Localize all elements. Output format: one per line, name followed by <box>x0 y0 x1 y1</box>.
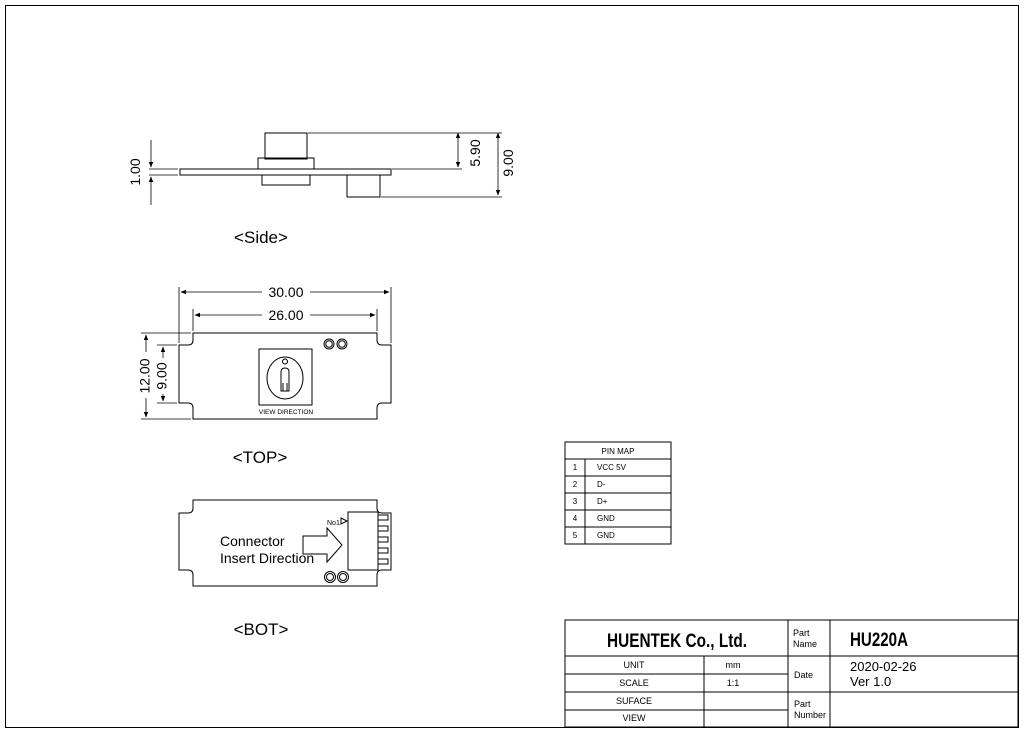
bot-board-outline <box>178 499 392 587</box>
pin-row-3: 3 D+ <box>573 497 608 506</box>
side-switch-body <box>257 157 315 170</box>
svg-text:GND: GND <box>597 514 615 523</box>
scale-label: SCALE <box>619 678 649 688</box>
bot-connector-pins <box>377 514 389 565</box>
pin-row-1: 1 VCC 5V <box>573 463 627 472</box>
dim-side-thickness: 1.00 <box>127 158 143 185</box>
view-direction-text: VIEW DIRECTION <box>259 409 313 416</box>
top-view: VIEW DIRECTION 30.00 26.00 12.00 9.00 <T… <box>137 284 392 467</box>
svg-text:D+: D+ <box>597 497 608 506</box>
part-number-label: Part <box>794 699 811 709</box>
pin1-triangle-icon <box>340 517 349 525</box>
pin-row-5: 5 GND <box>573 531 615 540</box>
svg-text:Name: Name <box>793 639 817 649</box>
bot-hole-2 <box>337 571 349 583</box>
unit-label: UNIT <box>624 660 645 670</box>
date-label: Date <box>794 670 813 680</box>
top-board-outline <box>178 332 392 420</box>
side-view-label: <Side> <box>234 228 288 247</box>
date-value: 2020-02-26 <box>850 659 917 674</box>
dim-top-9: 9.00 <box>154 362 170 389</box>
svg-text:4: 4 <box>573 514 578 523</box>
unit-value: mm <box>726 660 741 670</box>
top-view-direction-icon <box>266 356 304 400</box>
pin1-label: No1 <box>327 520 340 527</box>
svg-text:1: 1 <box>573 463 578 472</box>
connector-text-1: Connector <box>220 533 285 549</box>
top-hole-2 <box>336 338 348 350</box>
part-name-label: Part <box>793 628 810 638</box>
svg-text:GND: GND <box>597 531 615 540</box>
part-name-value: HU220A <box>850 630 908 651</box>
pin-map-table: PIN MAP 1 VCC 5V 2 D- 3 D+ 4 GND 5 GND <box>564 441 672 545</box>
svg-text:2: 2 <box>573 480 578 489</box>
svg-text:D-: D- <box>597 480 606 489</box>
sheet-border <box>5 5 1019 728</box>
dim-top-30: 30.00 <box>268 284 303 300</box>
version-value: Ver 1.0 <box>850 674 891 689</box>
insert-direction-arrow-icon <box>302 526 343 564</box>
svg-text:VCC 5V: VCC 5V <box>597 463 627 472</box>
svg-text:3: 3 <box>573 497 578 506</box>
dim-top-26: 26.00 <box>268 307 303 323</box>
bot-connector <box>347 511 379 571</box>
pin-row-4: 4 GND <box>573 514 615 523</box>
pin-row-2: 2 D- <box>573 480 606 489</box>
bot-view: No1 Connector Insert Direction <BOT> <box>178 499 392 639</box>
side-switch-cap <box>264 132 308 160</box>
top-hole-1 <box>323 338 335 350</box>
scale-value: 1:1 <box>727 678 740 688</box>
dim-side-9-00: 9.00 <box>500 149 516 176</box>
dim-top-12: 12.00 <box>137 358 153 393</box>
company-name: HUENTEK Co., Ltd. <box>607 631 747 652</box>
svg-text:Number: Number <box>794 710 826 720</box>
top-view-label: <TOP> <box>233 448 288 467</box>
bot-view-label: <BOT> <box>234 620 289 639</box>
title-block: HUENTEK Co., Ltd. Part Name HU220A UNIT … <box>564 619 1019 728</box>
person-icon <box>280 358 290 392</box>
bot-hole-1 <box>324 571 336 583</box>
dim-side-5-90: 5.90 <box>467 139 483 166</box>
svg-text:5: 5 <box>573 531 578 540</box>
pin-map-title: PIN MAP <box>602 447 635 456</box>
top-sensor-box <box>258 348 313 406</box>
side-connector <box>346 174 381 198</box>
side-view: 1.00 5.90 9.00 <Side> <box>127 132 516 247</box>
connector-text-2: Insert Direction <box>220 550 314 566</box>
surface-label: SUFACE <box>616 696 652 706</box>
side-board <box>179 168 392 176</box>
view-label: VIEW <box>622 713 646 723</box>
side-bottom-part <box>261 174 311 186</box>
